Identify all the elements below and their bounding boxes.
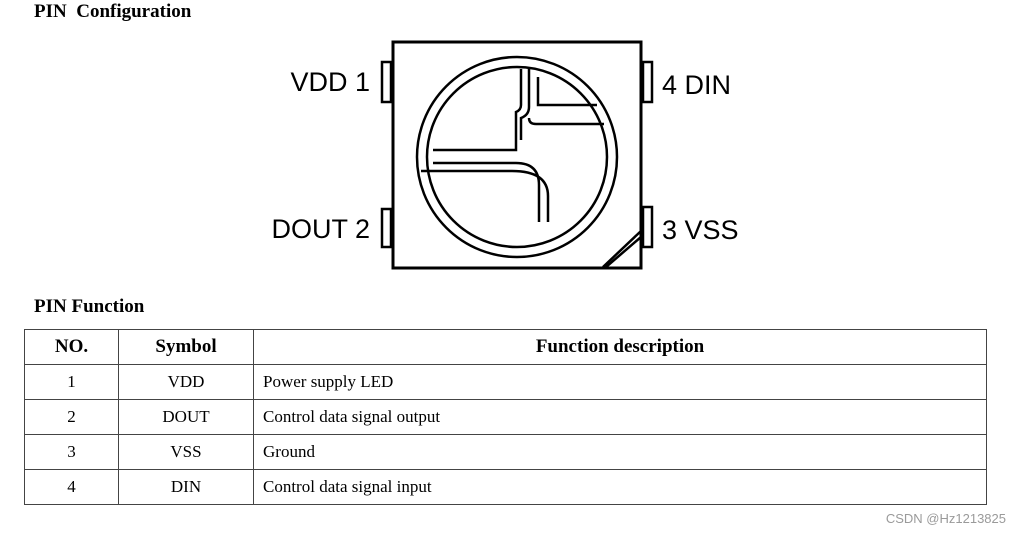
cell-no: 2 (24, 399, 119, 435)
pin1-tab (380, 60, 393, 104)
pin1-label: VDD 1 (290, 67, 370, 97)
table-header-row: NO. Symbol Function description (24, 329, 987, 365)
cell-symbol: DOUT (118, 399, 254, 435)
cell-no: 4 (24, 469, 119, 505)
lead-frame-lines (421, 69, 604, 222)
cell-symbol: VDD (118, 364, 254, 400)
pin-configuration-diagram: VDD 1 DOUT 2 4 DIN 3 VSS (271, 40, 739, 270)
pin3-label: 3 VSS (662, 215, 739, 245)
header-function-description: Function description (253, 329, 987, 365)
pin4-label: 4 DIN (662, 70, 731, 100)
table-row: 2 DOUT Control data signal output (24, 399, 987, 435)
header-no: NO. (24, 329, 119, 365)
cell-no: 3 (24, 434, 119, 470)
pin-function-table: NO. Symbol Function description 1 VDD Po… (24, 329, 987, 505)
pin2-tab (380, 207, 393, 249)
lens-inner-ring (425, 65, 609, 249)
table-row: 1 VDD Power supply LED (24, 364, 987, 400)
cell-symbol: DIN (118, 469, 254, 505)
table-row: 4 DIN Control data signal input (24, 469, 987, 505)
table-row: 3 VSS Ground (24, 434, 987, 470)
orientation-corner-mark (602, 230, 642, 268)
package-body (391, 40, 643, 270)
pin4-tab (641, 60, 654, 104)
pin-configuration-heading: PIN Configuration (34, 1, 192, 22)
cell-symbol: VSS (118, 434, 254, 470)
cell-description: Control data signal input (253, 469, 987, 505)
cell-no: 1 (24, 364, 119, 400)
header-symbol: Symbol (118, 329, 254, 365)
lens-outer-ring (415, 55, 619, 259)
watermark: CSDN @Hz1213825 (885, 511, 1006, 526)
cell-description: Ground (253, 434, 987, 470)
pin-function-heading: PIN Function (34, 296, 145, 317)
cell-description: Control data signal output (253, 399, 987, 435)
pin2-label: DOUT 2 (271, 214, 370, 244)
pin3-tab (641, 205, 654, 249)
cell-description: Power supply LED (253, 364, 987, 400)
